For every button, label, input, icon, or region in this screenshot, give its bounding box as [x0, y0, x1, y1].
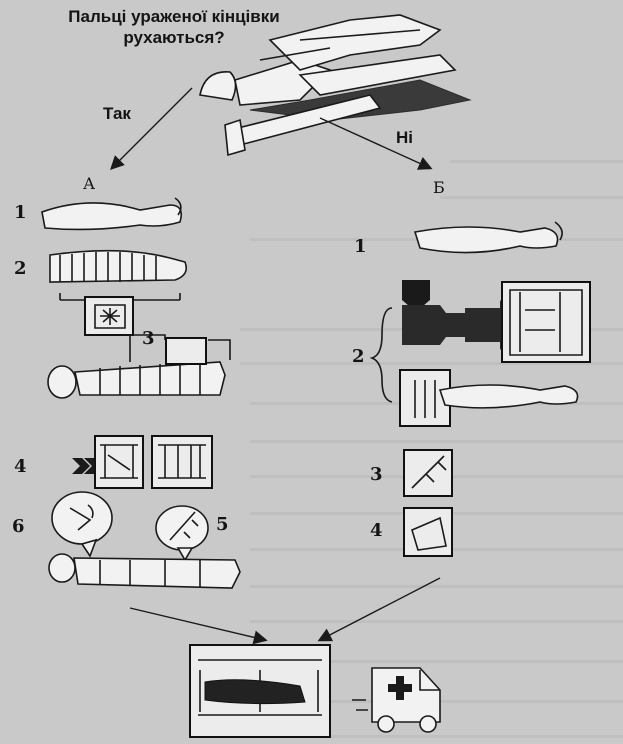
step-b2-number: 2 [352, 346, 365, 367]
step-a6-number: 6 [12, 516, 25, 537]
step-b1-number: 1 [354, 236, 367, 257]
step-b3-number: 3 [370, 464, 383, 485]
person-lying-a [48, 553, 241, 589]
arrow-yes [110, 87, 193, 170]
syringe-bubble-a5 [155, 505, 209, 562]
splinted-person-a3 [47, 334, 231, 399]
yes-branch-label: Так [103, 104, 131, 123]
step-a4-number: 4 [14, 456, 27, 477]
arm-b1 [413, 221, 563, 254]
column-a-label: А [83, 174, 96, 193]
step-b4-number: 4 [370, 520, 383, 541]
brace-b2 [369, 307, 393, 403]
ambulance-icon [352, 667, 441, 733]
arrow-no [319, 117, 433, 170]
arrow-b-to-transport [317, 577, 441, 642]
tourniquet-detail-box [501, 281, 591, 363]
no-branch-label: Ні [396, 128, 413, 147]
arm-moving-fingers-a1 [41, 197, 183, 231]
bandaged-leg-a2 [49, 249, 188, 301]
question-label: Пальці ураженої кінцівки рухаються? [68, 7, 280, 47]
step-a5-number: 5 [216, 514, 229, 535]
arm-with-tourniquet-b2 [414, 380, 579, 418]
injection-icon-a3 [165, 337, 207, 365]
arrow-a-to-transport [129, 607, 268, 645]
stretcher-box-2 [151, 435, 213, 489]
victim-with-splint-illustration [199, 14, 472, 157]
blanket-bubble-a6 [51, 491, 113, 558]
column-b-label: Б [433, 178, 445, 197]
step-a2-number: 2 [14, 258, 27, 279]
step-a1-number: 1 [14, 202, 27, 223]
step-a3-number: 3 [142, 328, 155, 349]
